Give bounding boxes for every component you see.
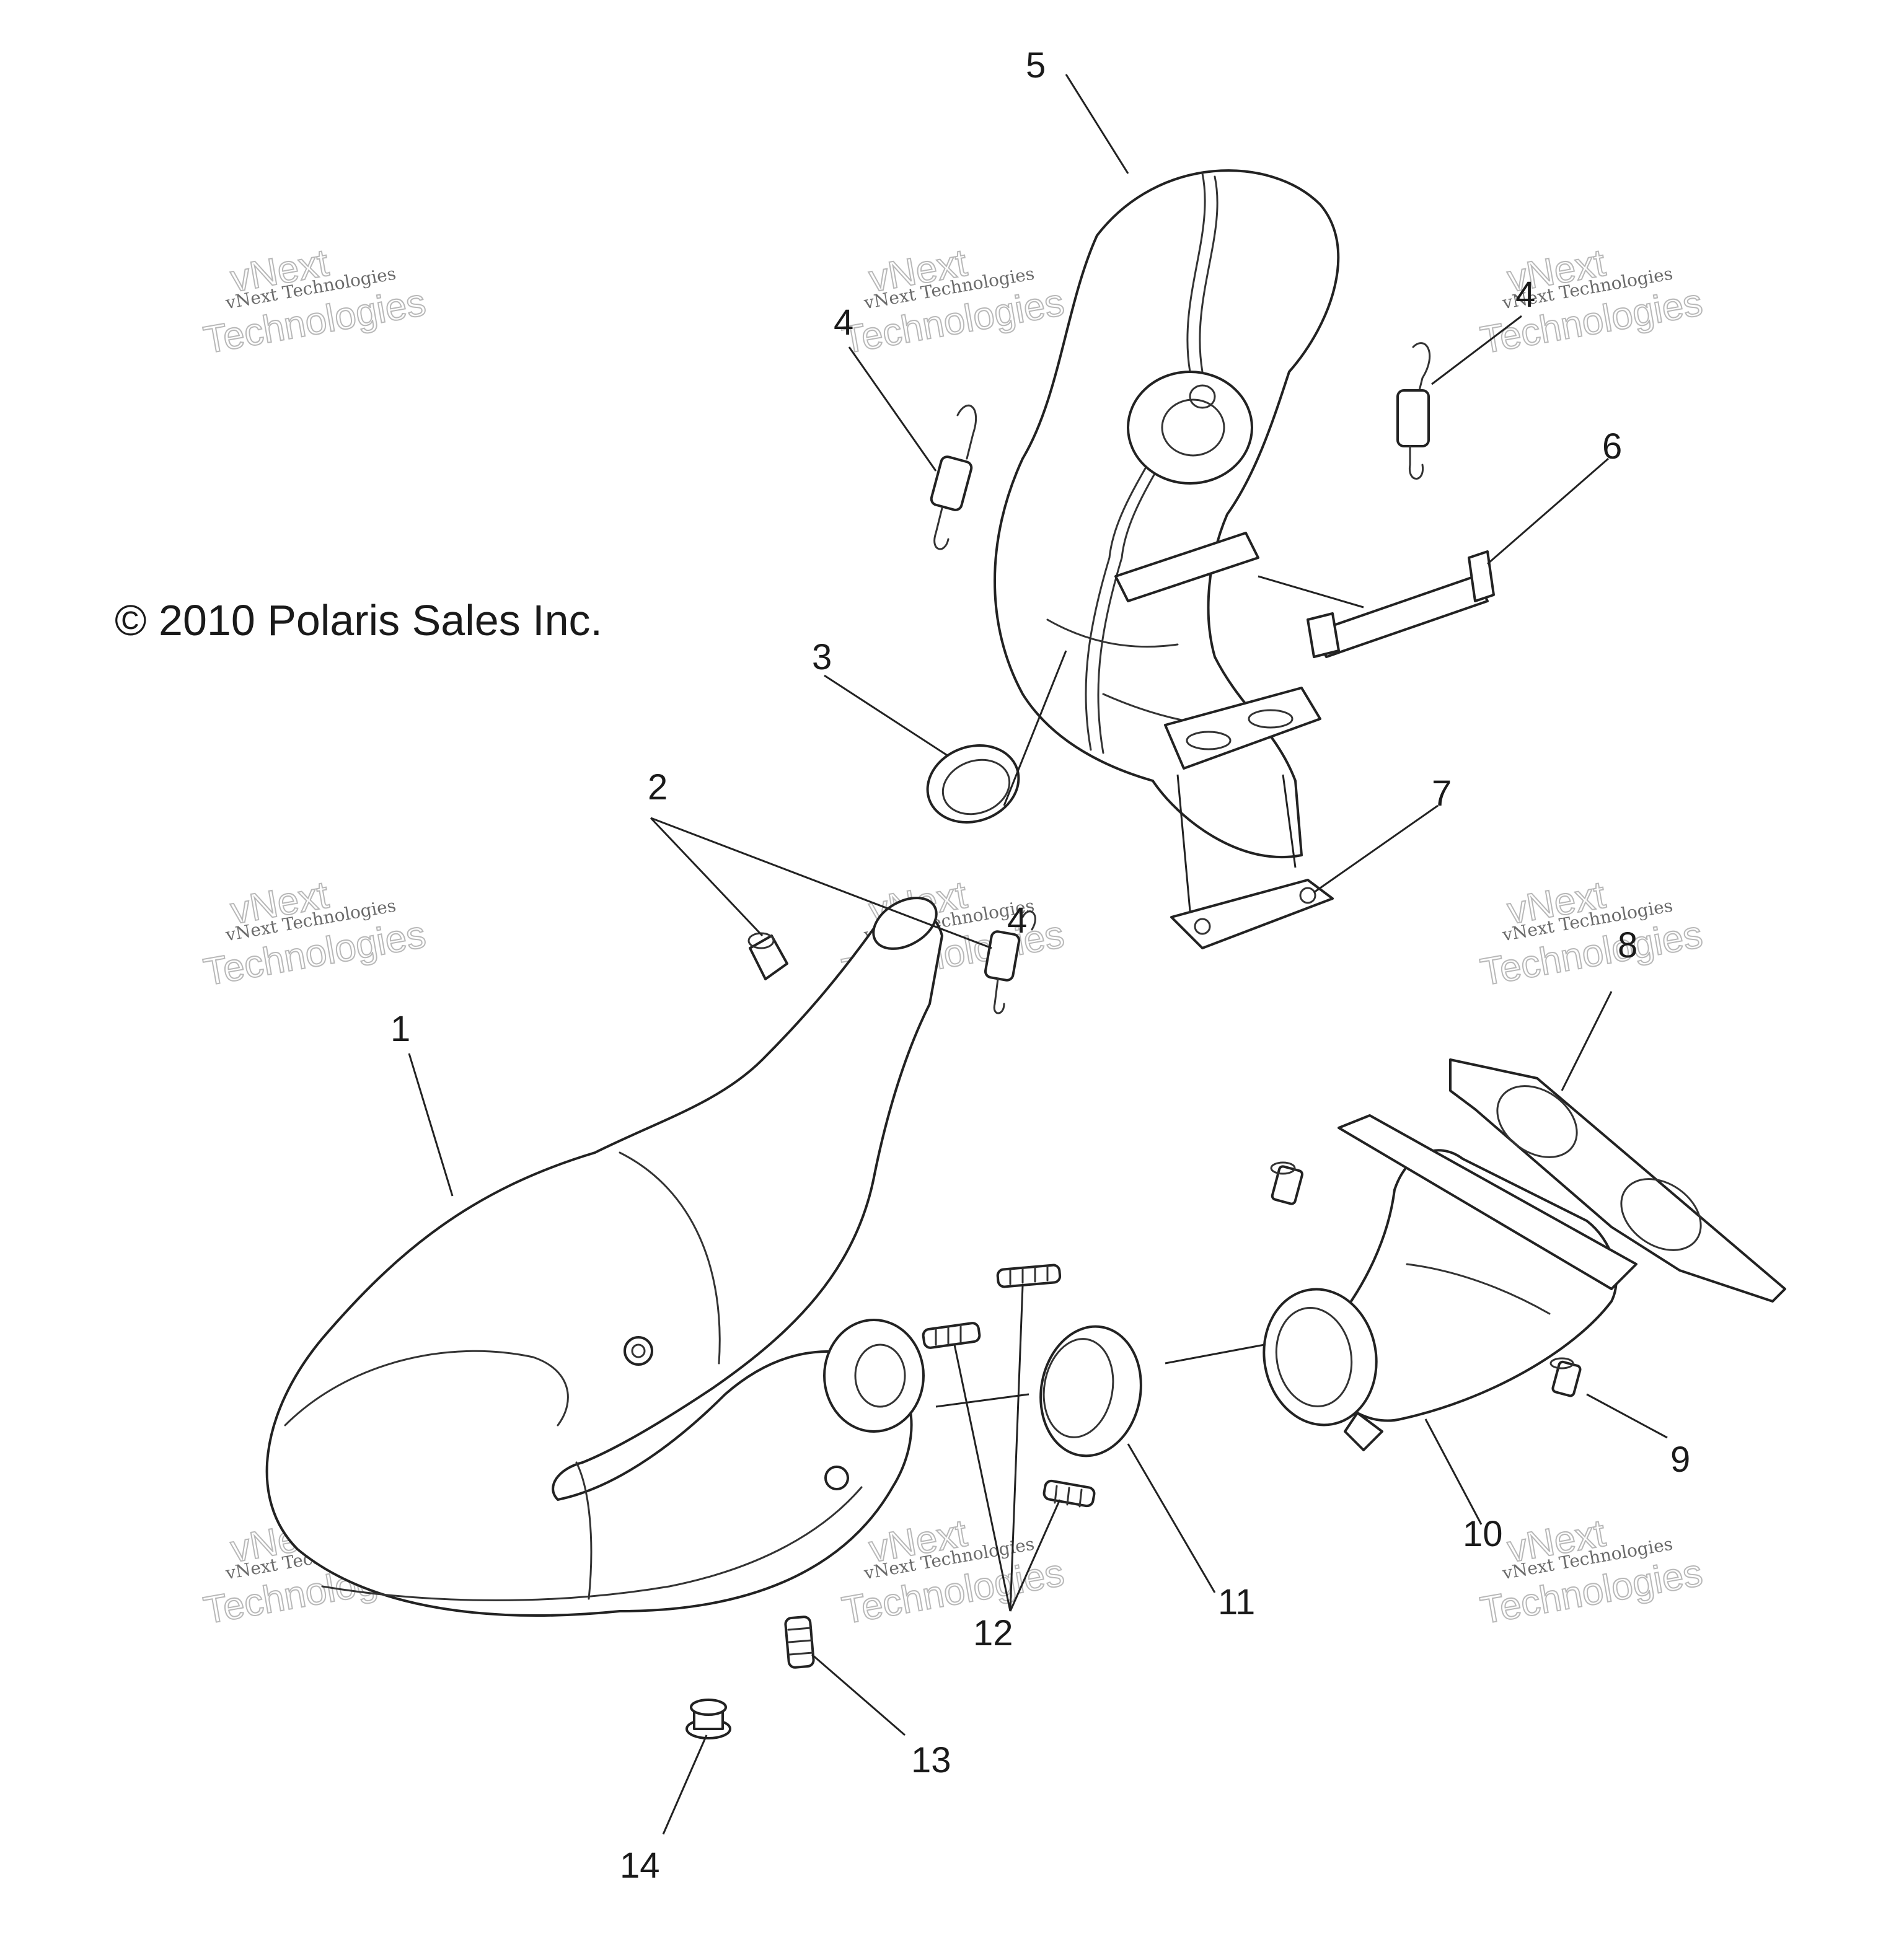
part-13-spring xyxy=(784,1616,815,1669)
part-11-seal-ring xyxy=(1039,1325,1142,1457)
part-12-spring-top xyxy=(996,1264,1062,1288)
callout-11: 11 xyxy=(1218,1582,1255,1622)
callout-10: 10 xyxy=(1463,1514,1503,1554)
part-9-bolt-upper xyxy=(1270,1161,1303,1205)
callout-14: 14 xyxy=(620,1845,660,1886)
watermark-mid-left: vNext vNext Technologies Technologies xyxy=(200,873,430,995)
watermark-top-right: vNext vNext Technologies Technologies xyxy=(1477,241,1706,363)
part-9-bolt-lower xyxy=(1549,1357,1582,1397)
part-6-mount-bracket xyxy=(1114,532,1495,658)
watermark-bottom-right: vNext vNext Technologies Technologies xyxy=(1477,1511,1706,1633)
part-14-plug xyxy=(685,1699,731,1739)
callout-4-left: 4 xyxy=(834,302,853,343)
part-4-spring-left xyxy=(930,404,977,550)
part-8-gasket xyxy=(1449,1058,1786,1303)
callout-8: 8 xyxy=(1618,925,1637,965)
watermark-mid-right: vNext vNext Technologies Technologies xyxy=(1477,873,1706,995)
callout-4-center: 4 xyxy=(1007,900,1027,941)
part-7-plate xyxy=(1170,879,1334,949)
callout-5: 5 xyxy=(1026,45,1046,86)
callout-3: 3 xyxy=(812,637,832,677)
leader-lines xyxy=(408,74,1668,1835)
callout-1: 1 xyxy=(390,1009,410,1049)
callout-7: 7 xyxy=(1432,773,1452,814)
callout-13: 13 xyxy=(911,1740,951,1780)
part-4-spring-right xyxy=(1396,342,1431,480)
callout-9: 9 xyxy=(1670,1440,1690,1480)
watermark-top-center: vNext vNext Technologies Technologies xyxy=(839,241,1068,363)
part-12-spring-left xyxy=(922,1322,981,1349)
watermark-top-left: vNext vNext Technologies Technologies xyxy=(200,241,430,363)
part-5-heat-shield xyxy=(994,169,1340,859)
callout-12: 12 xyxy=(973,1613,1013,1653)
part-2-grommet xyxy=(747,932,788,980)
part-3-seal-ring xyxy=(926,744,1020,824)
part-1-expansion-chamber xyxy=(265,897,943,1617)
part-4-spring-center xyxy=(984,910,1036,1014)
callout-2: 2 xyxy=(648,767,668,807)
part-10-exhaust-manifold xyxy=(1263,1114,1637,1451)
callout-6: 6 xyxy=(1602,426,1622,467)
part-12-spring-bottom xyxy=(1042,1479,1096,1508)
callout-4-right: 4 xyxy=(1515,275,1535,315)
copyright-text: © 2010 Polaris Sales Inc. xyxy=(115,596,602,644)
